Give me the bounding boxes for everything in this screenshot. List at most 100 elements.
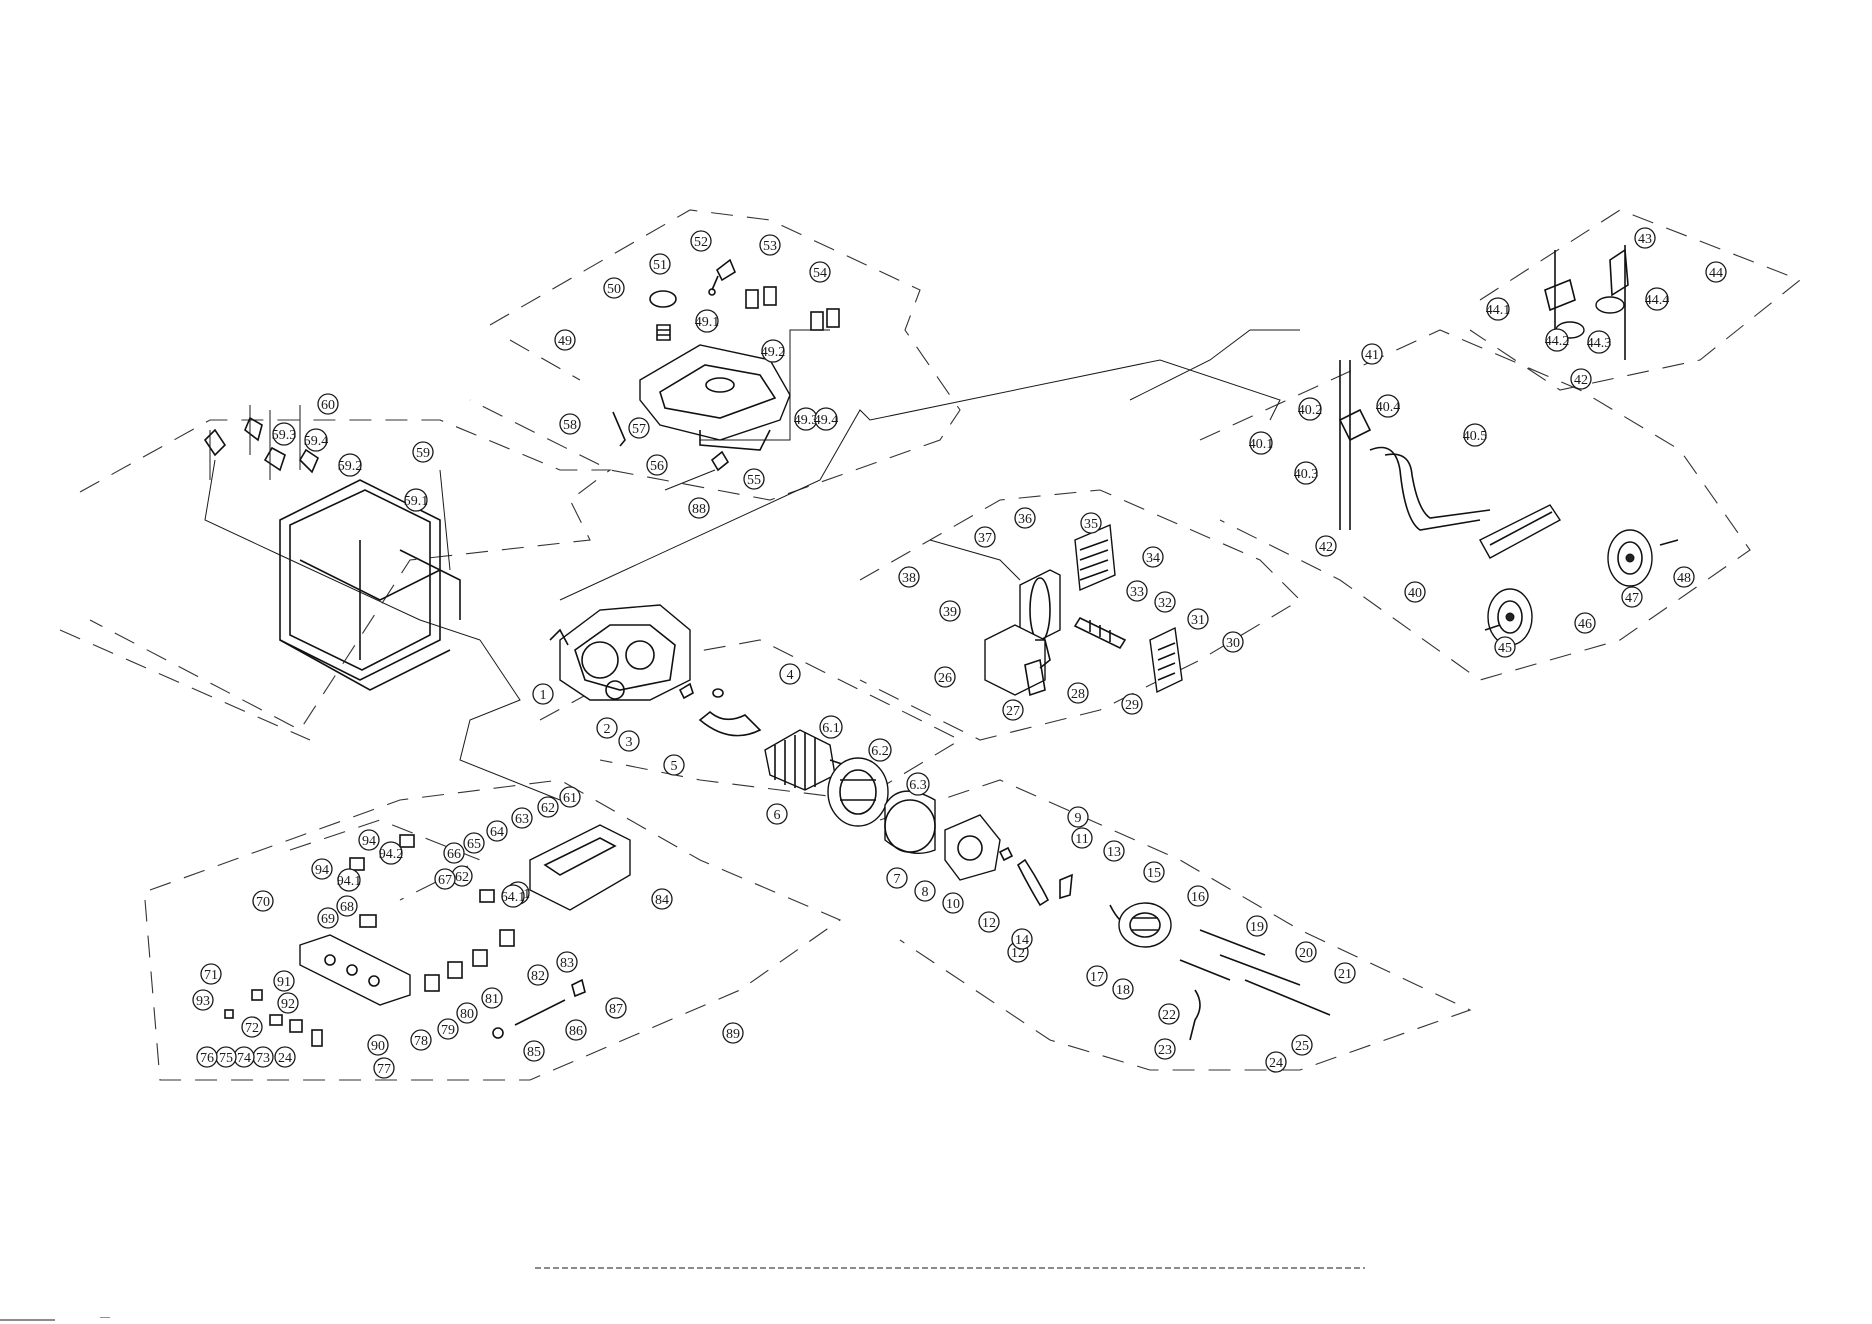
callout-62: 62 — [537, 796, 559, 818]
callout-circle — [410, 1029, 432, 1051]
callout-26: 26 — [934, 666, 956, 688]
callout-circle — [1187, 608, 1209, 630]
callout-circle — [1067, 806, 1089, 828]
callout-label: 59.1 — [404, 494, 429, 509]
callout-label: 40.3 — [1294, 467, 1319, 482]
callout-49-2: 49.2 — [761, 339, 786, 363]
callout-11: 11 — [1071, 827, 1093, 849]
end-bell — [944, 814, 1001, 881]
callout-circle — [1265, 1051, 1287, 1073]
callout-label: 53 — [763, 239, 777, 254]
callout-36: 36 — [1014, 507, 1036, 529]
callout-circle — [906, 772, 930, 796]
callout-40-2: 40.2 — [1298, 397, 1323, 421]
callout-circle — [559, 413, 581, 435]
callout-circle — [1080, 512, 1102, 534]
callout-circle — [819, 715, 843, 739]
callout-40: 40 — [1404, 581, 1426, 603]
callout-87: 87 — [605, 997, 627, 1019]
callout-label: 27 — [1006, 704, 1020, 719]
callout-label: 10 — [946, 897, 960, 912]
callout-label: 30 — [1226, 636, 1240, 651]
callout-circle — [766, 803, 788, 825]
callout-label: 40.5 — [1463, 429, 1488, 444]
callout-label: 6.1 — [822, 721, 840, 736]
callout-circle — [942, 892, 964, 914]
callout-circle — [1361, 343, 1383, 365]
callout-circle — [814, 407, 838, 431]
callout-label: 6.2 — [871, 744, 889, 759]
callout-circle — [605, 997, 627, 1019]
callout-circle — [336, 895, 358, 917]
callout-42: 42 — [1315, 535, 1337, 557]
callout-label: 48 — [1677, 571, 1691, 586]
callout-label: 49.4 — [814, 413, 839, 428]
callout-44-3: 44.3 — [1587, 330, 1611, 354]
callout-label: 35 — [1084, 517, 1098, 532]
callout-circle — [412, 441, 434, 463]
callout-circle — [1334, 962, 1356, 984]
callout-24: 24 — [274, 1046, 296, 1068]
callout-17: 17 — [1086, 965, 1108, 987]
callout-label: 16 — [1191, 890, 1205, 905]
callout-33: 33 — [1126, 580, 1148, 602]
callout-label: 87 — [609, 1002, 623, 1017]
callout-circle — [1404, 581, 1426, 603]
callout-label: 19 — [1250, 920, 1264, 935]
callout-94: 94 — [358, 829, 380, 851]
callout-label: 23 — [1158, 1043, 1172, 1058]
callout-14: 14 — [1011, 928, 1033, 950]
callout-label: 36 — [1018, 512, 1032, 527]
callout-label: 24 — [1269, 1056, 1283, 1071]
callout-circle — [1295, 941, 1317, 963]
callout-6-3: 6.3 — [906, 772, 930, 796]
callout-44: 44 — [1705, 261, 1727, 283]
callout-circle — [486, 820, 508, 842]
rear-cover — [1118, 902, 1172, 948]
callout-63: 63 — [511, 807, 533, 829]
callout-58: 58 — [559, 413, 581, 435]
callout-circle — [1376, 394, 1400, 418]
callout-label: 51 — [653, 258, 667, 273]
callout-81: 81 — [481, 987, 503, 1009]
callout-circle — [273, 970, 295, 992]
callout-51: 51 — [649, 253, 671, 275]
callout-61: 61 — [559, 786, 581, 808]
callout-4: 4 — [779, 663, 801, 685]
callout-47: 47 — [1621, 586, 1643, 608]
callout-46: 46 — [1574, 612, 1596, 634]
callout-68: 68 — [336, 895, 358, 917]
callout-circle — [274, 1046, 296, 1068]
callout-label: 89 — [726, 1027, 740, 1042]
callout-circle — [779, 663, 801, 685]
callout-19: 19 — [1246, 915, 1268, 937]
callout-label: 44.4 — [1645, 293, 1670, 308]
callout-37: 37 — [974, 526, 996, 548]
callout-circle — [1086, 965, 1108, 987]
callout-circle — [511, 807, 533, 829]
callout-55: 55 — [743, 468, 765, 490]
callout-circle — [688, 497, 710, 519]
callout-label: 94 — [315, 863, 329, 878]
callout-label: 40.2 — [1298, 403, 1323, 418]
callout-label: 49.2 — [761, 345, 786, 360]
muffler-bracket — [984, 624, 1051, 696]
feet — [1544, 245, 1629, 360]
callout-label: 40.4 — [1376, 400, 1401, 415]
callout-label: 49 — [558, 334, 572, 349]
callout-34: 34 — [1142, 546, 1164, 568]
callout-76: 76 — [196, 1046, 218, 1068]
wheels — [1484, 529, 1679, 646]
callout-label: 47 — [1625, 591, 1639, 606]
callout-circle — [554, 329, 576, 351]
callout-label: 75 — [219, 1051, 233, 1066]
callout-circle — [1002, 699, 1024, 721]
callout-circle — [1158, 1003, 1180, 1025]
callout-32: 32 — [1154, 591, 1176, 613]
callout-44-1: 44.1 — [1486, 297, 1510, 321]
callout-59: 59 — [412, 441, 434, 463]
callout-82: 82 — [527, 964, 549, 986]
callout-circle — [646, 454, 668, 476]
callout-label: 20 — [1299, 946, 1313, 961]
